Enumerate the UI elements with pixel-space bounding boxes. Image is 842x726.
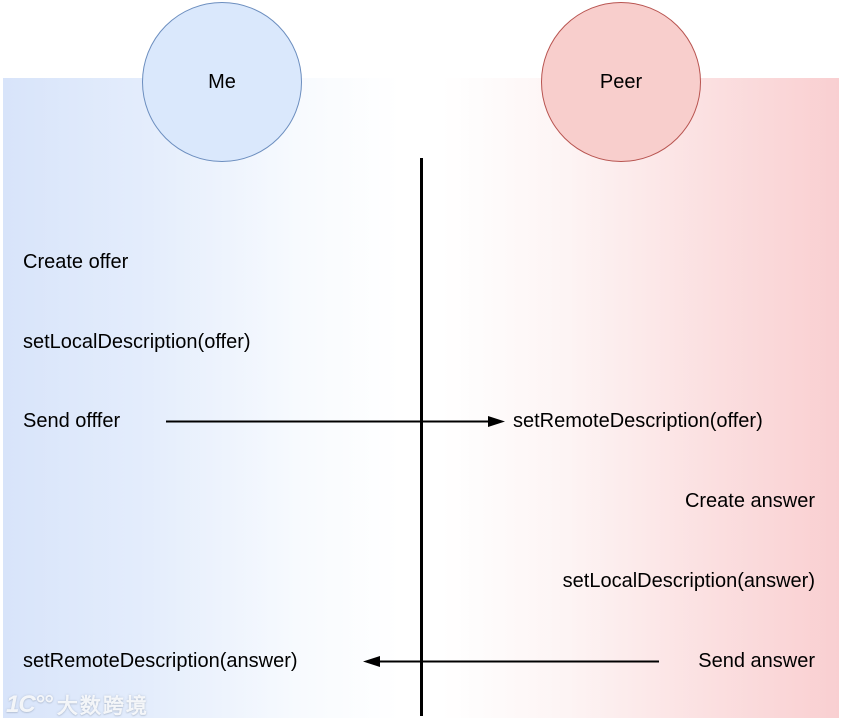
step-send-answer: Send answer bbox=[698, 650, 815, 672]
step-set-remote-description-offer: setRemoteDescription(offer) bbox=[513, 410, 763, 432]
peer-node-label: Peer bbox=[599, 70, 643, 93]
step-create-offer: Create offer bbox=[23, 251, 129, 273]
me-node-label: Me bbox=[208, 70, 236, 93]
peer-lane-background bbox=[421, 78, 839, 718]
step-create-answer: Create answer bbox=[684, 490, 815, 512]
step-set-remote-description-answer: setRemoteDescription(answer) bbox=[23, 650, 298, 672]
me-lane-background bbox=[3, 78, 421, 718]
step-set-local-description-offer: setLocalDescription(offer) bbox=[23, 331, 251, 353]
me-node: Me bbox=[142, 2, 302, 162]
watermark-logo-icon: 1C°° bbox=[6, 691, 53, 718]
step-send-offer: Send offfer bbox=[23, 410, 121, 432]
watermark: 1C°° 大数跨境 bbox=[6, 690, 149, 720]
step-set-local-description-answer: setLocalDescription(answer) bbox=[562, 570, 815, 592]
watermark-text: 大数跨境 bbox=[56, 695, 149, 718]
peer-node: Peer bbox=[541, 2, 701, 162]
